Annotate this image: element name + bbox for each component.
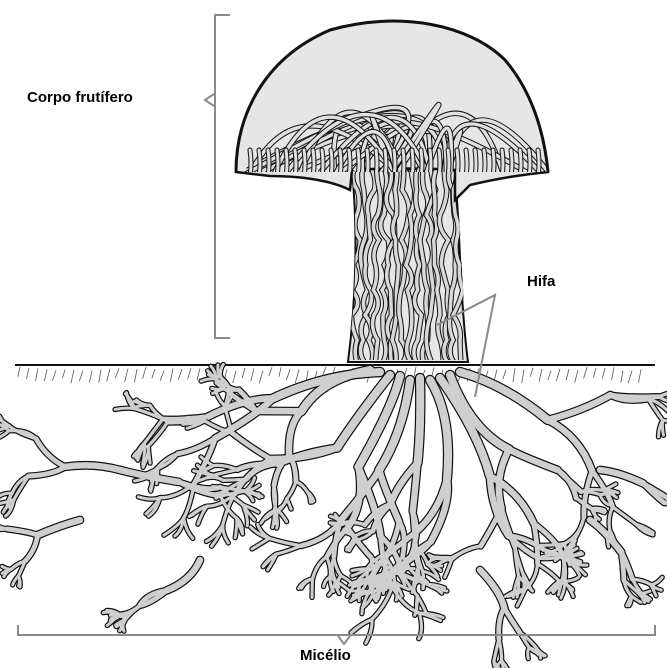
fruiting-body-bracket: [205, 15, 230, 338]
mycelium-bracket: [18, 625, 655, 644]
mycelium-network: [0, 365, 667, 668]
fruiting-body-label: Corpo frutífero: [27, 89, 133, 106]
fruiting-body-stem: [348, 165, 468, 365]
mycelium-label: Micélio: [300, 647, 351, 664]
hypha-label: Hifa: [527, 273, 555, 290]
